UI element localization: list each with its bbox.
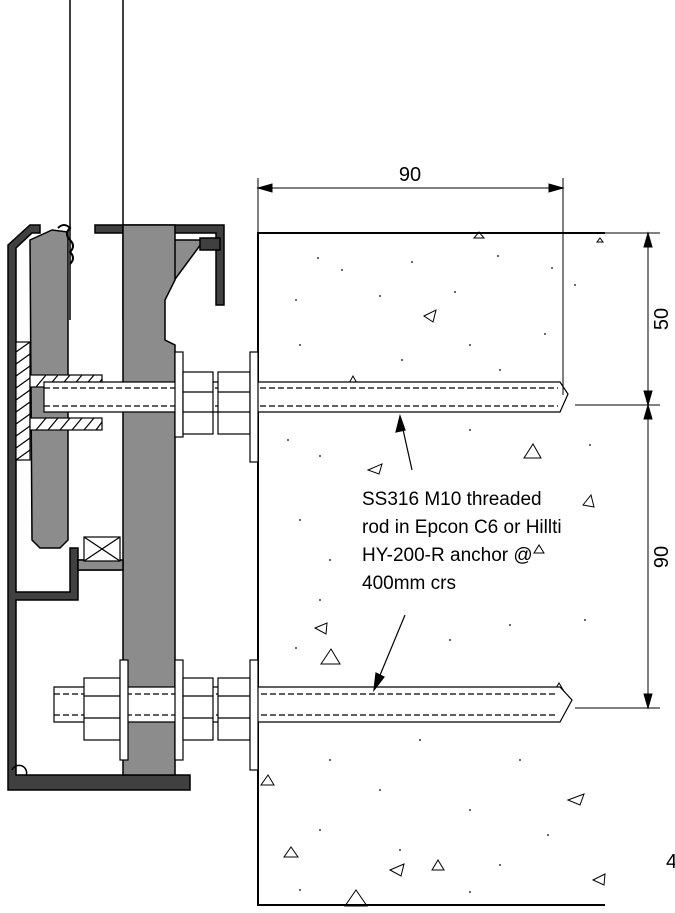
concrete-slab	[257, 232, 605, 906]
annotation-leaders	[373, 413, 413, 693]
annotation-line-2: rod in Epcon C6 or Hillti	[362, 517, 562, 538]
concrete-hatch	[260, 231, 606, 907]
glass-panel	[69, 0, 124, 320]
annotation-line-3: HY-200-R anchor @	[362, 545, 533, 566]
dimension-top-90: 90	[399, 164, 421, 186]
annotation-line-1: SS316 M10 threaded	[362, 489, 542, 510]
dimension-right-90: 90	[651, 546, 673, 568]
dimension-lines	[256, 178, 660, 710]
top-threaded-rod	[43, 351, 569, 463]
edge-text-fragment: 4	[666, 851, 675, 873]
concrete-dots	[287, 255, 591, 893]
bottom-threaded-rod	[53, 659, 573, 771]
dimension-right-50: 50	[651, 308, 673, 330]
annotation-line-4: 400mm crs	[362, 573, 456, 594]
annotation-note: SS316 M10 threaded rod in Epcon C6 or Hi…	[362, 489, 562, 594]
clamp-plate	[77, 224, 176, 776]
setting-block	[83, 536, 121, 562]
